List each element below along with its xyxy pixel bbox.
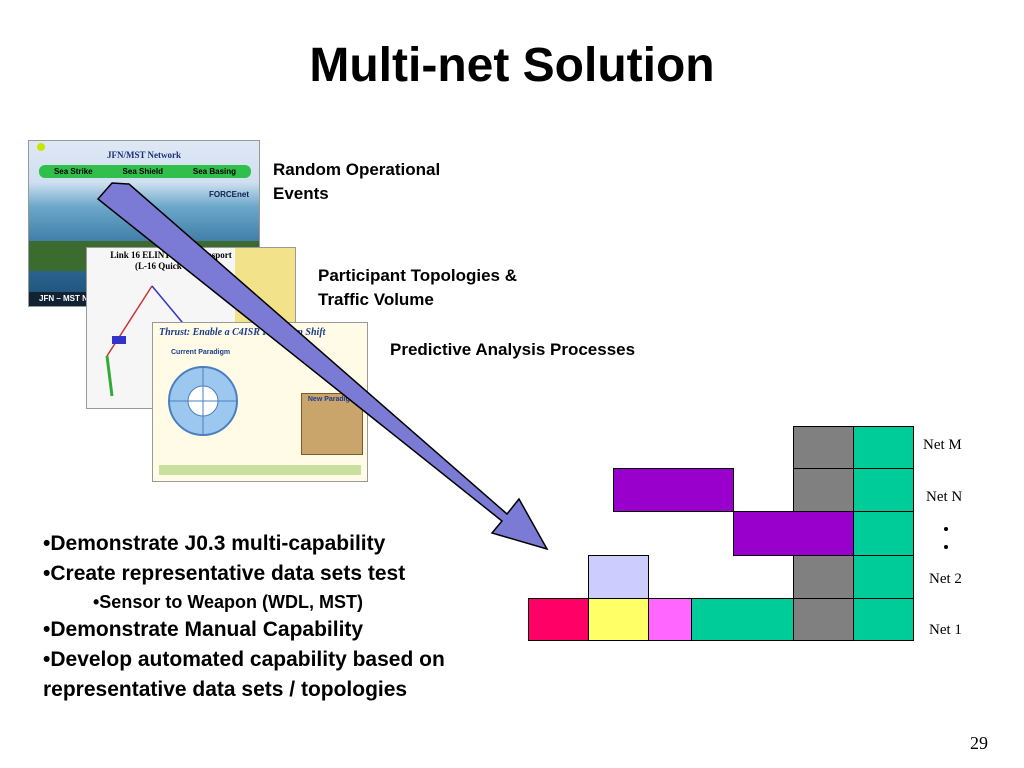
grid-cell-green [853, 468, 914, 512]
grid-cell-magenta [528, 598, 589, 641]
grid-cell-pink [648, 598, 692, 641]
predictive-label: Predictive Analysis Processes [390, 340, 636, 359]
map-region [235, 248, 295, 323]
bullet-item: •Develop automated capability based on r… [43, 648, 445, 701]
net-label-1: Net 1 [929, 622, 962, 638]
grid-cell-green [691, 598, 794, 641]
forcenet-label: FORCEnet [209, 190, 249, 199]
random-events-label: Random Operational Events [273, 160, 441, 203]
net-label-n: Net N [926, 489, 963, 505]
grid-cell-purple [613, 468, 734, 512]
grid-cell-gray [793, 468, 854, 512]
grid-cell-gray [793, 426, 854, 469]
grid-cell-green [853, 598, 914, 641]
ellipsis-dot-icon [944, 527, 948, 531]
current-paradigm-label: Current Paradigm [171, 349, 231, 356]
grid-cell-yellow [588, 598, 649, 641]
page-number: 29 [970, 733, 988, 753]
bullet-item: •Demonstrate J0.3 multi-capability [43, 532, 386, 555]
net-label-m: Net M [923, 437, 962, 453]
tab-sea-strike: Sea Strike [53, 167, 93, 176]
new-paradigm-label: New Paradigm [307, 396, 357, 403]
ellipsis-dot-icon [944, 545, 948, 549]
grid-cell-green [853, 426, 914, 469]
grid-cell-gray [793, 598, 854, 641]
tab-bar: Sea Strike Sea Shield Sea Basing [39, 165, 251, 178]
tab-sea-shield: Sea Shield [122, 167, 163, 176]
thumbnail-footer-bar [159, 465, 361, 475]
bullet-list: •Demonstrate J0.3 multi-capability •Crea… [43, 529, 513, 705]
grid-cell-green [853, 511, 914, 556]
bullet-item: •Demonstrate Manual Capability [43, 618, 364, 641]
grid-cell-lavender [588, 555, 649, 599]
sub-bullet-item: •Sensor to Weapon (WDL, MST) [93, 592, 363, 612]
thumbnail-title: JFN/MST Network [106, 150, 182, 160]
c4isr-thrust-thumbnail: Thrust: Enable a C4ISR Paradigm Shift Cu… [152, 322, 368, 482]
tab-sea-basing: Sea Basing [192, 167, 237, 176]
net-label-2: Net 2 [929, 571, 962, 587]
grid-cell-gray [793, 555, 854, 599]
grid-cell-green [853, 555, 914, 599]
new-paradigm-box: New Paradigm [301, 393, 363, 455]
paradigm-cycle-diagram [168, 366, 238, 436]
thumbnail-header: Thrust: Enable a C4ISR Paradigm Shift [159, 327, 326, 338]
bullet-item: •Create representative data sets test [43, 562, 406, 585]
topologies-label: Participant Topologies & Traffic Volume [318, 266, 517, 309]
grid-cell-purple [733, 511, 854, 556]
yellow-marker-icon [37, 143, 45, 151]
slide-title: Multi-net Solution [309, 39, 715, 92]
